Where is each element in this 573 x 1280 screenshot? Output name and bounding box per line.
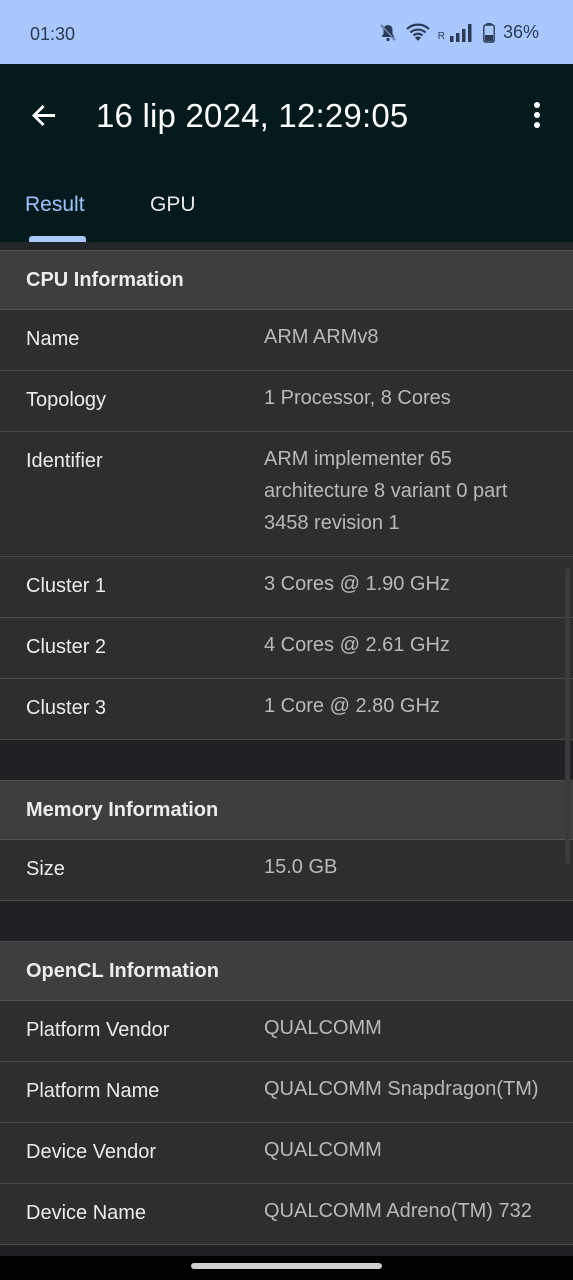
tab-bar: Result GPU (0, 176, 573, 242)
table-row: Cluster 3 1 Core @ 2.80 GHz (0, 679, 573, 740)
row-key: Size (26, 858, 65, 880)
scrollbar[interactable] (565, 568, 570, 864)
navigation-bar (0, 1256, 573, 1280)
status-time: 01:30 (30, 24, 76, 44)
section-spacer (0, 740, 573, 780)
table-row: Identifier ARM implementer 65 architectu… (0, 432, 573, 557)
more-options-button[interactable] (522, 97, 552, 133)
row-value: QUALCOMM (264, 1017, 382, 1039)
roaming-indicator: R (437, 31, 445, 42)
table-row: Name ARM ARMv8 (0, 310, 573, 371)
table-row: Size 15.0 GB (0, 840, 573, 901)
section-header-memory: Memory Information (0, 780, 573, 840)
row-key: Cluster 2 (26, 636, 107, 658)
table-row: Device Name QUALCOMM Adreno(TM) 732 (0, 1184, 573, 1245)
row-value: 3 Cores @ 1.90 GHz (264, 573, 450, 595)
row-value: 15.0 GB (264, 856, 338, 878)
row-key: Device Vendor (26, 1141, 157, 1163)
app-bar: 16 lip 2024, 12:29:05 Result GPU (0, 64, 573, 242)
home-gesture-handle[interactable] (191, 1263, 382, 1269)
row-value: QUALCOMM (264, 1139, 382, 1161)
tab-gpu[interactable]: GPU (150, 193, 196, 216)
row-key: Platform Name (26, 1080, 160, 1102)
battery-level: 36% (502, 22, 539, 42)
table-row: Platform Vendor QUALCOMM (0, 1001, 573, 1062)
row-value: ARM ARMv8 (264, 326, 379, 348)
row-value: 4 Cores @ 2.61 GHz (264, 634, 450, 656)
back-button[interactable] (26, 97, 62, 133)
wifi-icon (405, 23, 430, 43)
row-key: Cluster 3 (26, 697, 107, 719)
divider (0, 242, 573, 250)
row-key: Identifier (26, 450, 103, 472)
row-key: Topology (26, 389, 107, 411)
row-key: Device Name (26, 1202, 147, 1224)
row-key: Platform Vendor (26, 1019, 170, 1041)
table-row: Device Vendor QUALCOMM (0, 1123, 573, 1184)
signal-icon (449, 23, 475, 43)
arrow-left-icon (32, 105, 55, 126)
tab-indicator (29, 236, 86, 242)
more-vert-icon (534, 102, 540, 128)
row-value: 1 Core @ 2.80 GHz (264, 695, 440, 717)
battery-icon (483, 22, 495, 43)
tab-result[interactable]: Result (25, 193, 85, 216)
row-value: QUALCOMM Snapdragon(TM) (264, 1078, 539, 1100)
row-value: 1 Processor, 8 Cores (264, 387, 451, 409)
table-row: Cluster 2 4 Cores @ 2.61 GHz (0, 618, 573, 679)
table-row: Cluster 1 3 Cores @ 1.90 GHz (0, 557, 573, 618)
mute-icon (378, 23, 398, 43)
page-title: 16 lip 2024, 12:29:05 (96, 97, 409, 134)
status-bar: 01:30 R 36% (0, 0, 573, 64)
table-row: Topology 1 Processor, 8 Cores (0, 371, 573, 432)
results-list[interactable]: CPU Information Name ARM ARMv8 Topology … (0, 242, 573, 1256)
section-header-opencl: OpenCL Information (0, 941, 573, 1001)
table-row: Platform Name QUALCOMM Snapdragon(TM) (0, 1062, 573, 1123)
row-value: ARM implementer 65 architecture 8 varian… (264, 448, 508, 534)
row-key: Name (26, 328, 80, 350)
row-value: QUALCOMM Adreno(TM) 732 (264, 1200, 532, 1222)
status-icons: R 36% (378, 22, 539, 43)
section-header-cpu: CPU Information (0, 250, 573, 310)
row-key: Cluster 1 (26, 575, 107, 597)
section-spacer (0, 901, 573, 941)
